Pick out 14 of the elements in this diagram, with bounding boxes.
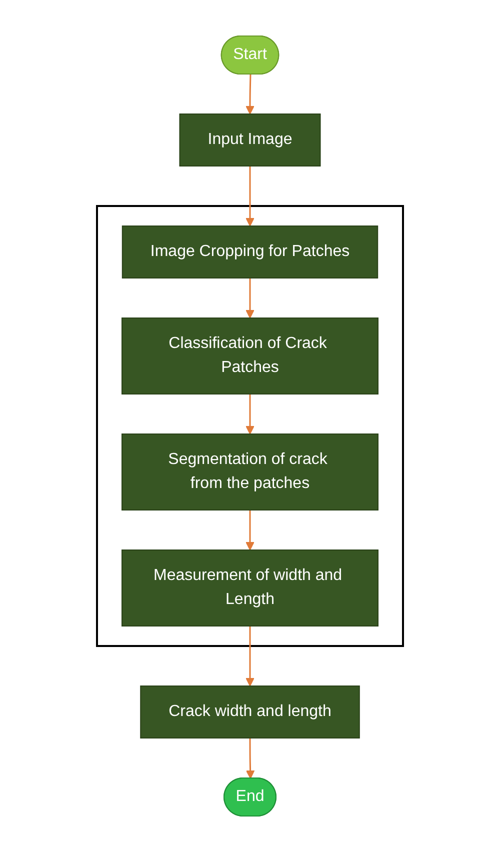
node-box: Image Cropping for Patches [121,225,378,278]
node-box: Classification of Crack Patches [121,317,378,394]
cluster [96,204,404,646]
node-box: Measurement of width and Length [121,549,378,626]
arrow [245,626,254,686]
arrow [245,738,254,778]
node-box: Segmentation of crack from the patches [121,433,378,510]
arrow [245,510,254,550]
node-box: Input Image [178,113,320,166]
node-box: Crack width and length [140,685,360,738]
arrow [245,394,254,434]
arrow [245,278,254,318]
arrow [245,74,254,114]
arrow [245,166,254,226]
